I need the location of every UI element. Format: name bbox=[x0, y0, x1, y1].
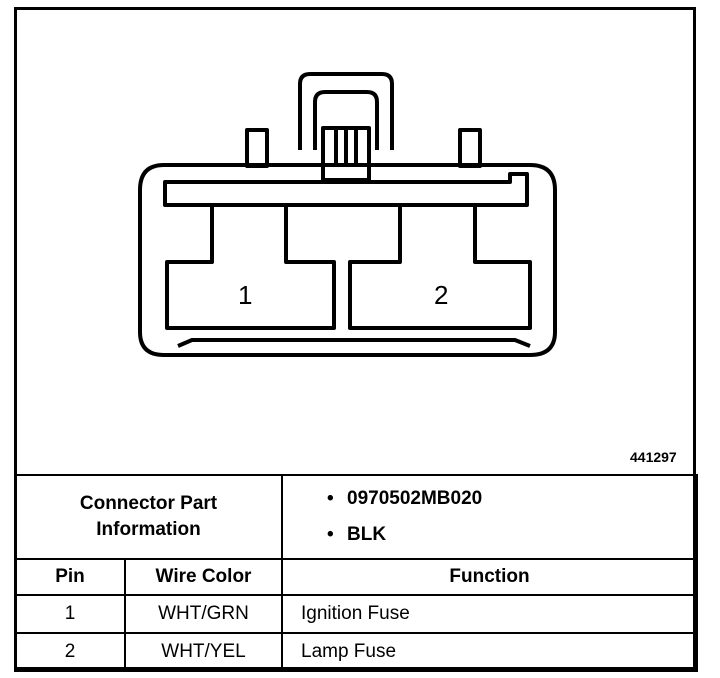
pin-1-label: 1 bbox=[238, 280, 252, 310]
header-pin: Pin bbox=[14, 558, 126, 596]
table-row: 1 WHT/GRN Ignition Fuse bbox=[14, 594, 698, 634]
header-function: Function bbox=[281, 558, 698, 596]
pin-1-cavity bbox=[165, 203, 336, 330]
row-1-wire-color: WHT/GRN bbox=[124, 594, 283, 634]
part-info-label: Connector Part Information bbox=[14, 474, 283, 560]
locking-tab bbox=[298, 72, 394, 150]
header-wire-color: Wire Color bbox=[124, 558, 283, 596]
part-number: 0970502MB020 bbox=[347, 488, 483, 509]
connector-color: BLK bbox=[347, 524, 387, 545]
part-info-row: Connector Part Information • 0970502MB020… bbox=[14, 474, 698, 560]
part-info-label-line2: Information bbox=[96, 519, 201, 540]
figure-id: 441297 bbox=[630, 449, 677, 465]
connector-info-table: Connector Part Information • 0970502MB020… bbox=[14, 474, 698, 672]
row-1-function: Ignition Fuse bbox=[281, 594, 698, 634]
pin-2-cavity bbox=[348, 203, 532, 330]
left-post bbox=[245, 128, 269, 168]
row-1-pin: 1 bbox=[14, 594, 126, 634]
bottom-rail bbox=[177, 338, 531, 348]
pin-2-label: 2 bbox=[434, 280, 448, 310]
bullet-icon: • bbox=[327, 488, 334, 509]
row-2-wire-color: WHT/YEL bbox=[124, 632, 283, 672]
row-2-pin: 2 bbox=[14, 632, 126, 672]
right-post bbox=[458, 128, 482, 168]
locking-tab-inner bbox=[313, 90, 379, 150]
table-header-row: Pin Wire Color Function bbox=[14, 558, 698, 596]
latch-rail bbox=[163, 172, 529, 207]
bullet-icon: • bbox=[327, 524, 334, 545]
connector-housing bbox=[138, 163, 557, 357]
part-info-label-line1: Connector Part bbox=[79, 493, 218, 514]
table-row: 2 WHT/YEL Lamp Fuse bbox=[14, 632, 698, 672]
row-2-function: Lamp Fuse bbox=[281, 632, 698, 672]
part-info-values: • 0970502MB020 • BLK bbox=[281, 474, 698, 560]
